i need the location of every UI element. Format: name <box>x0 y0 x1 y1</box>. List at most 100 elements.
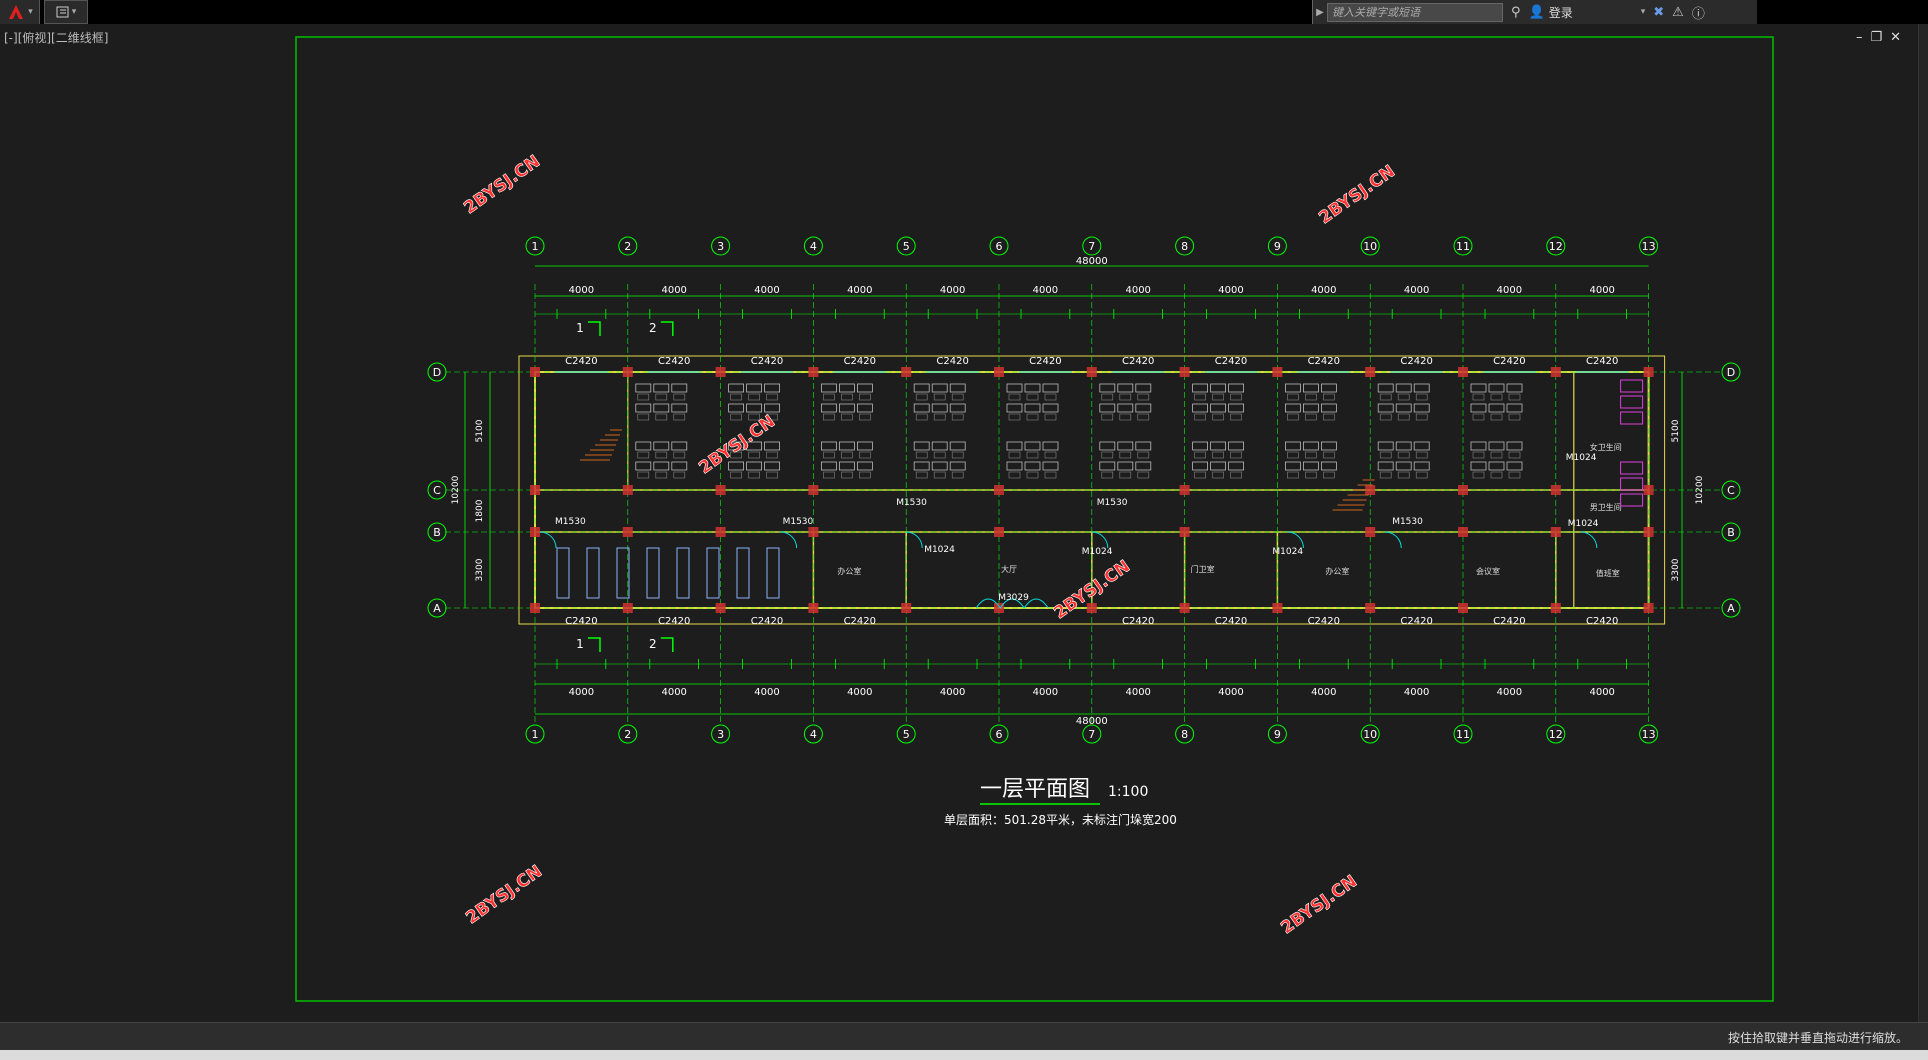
chair <box>859 393 871 401</box>
chair <box>1119 413 1132 421</box>
chair <box>1490 471 1503 479</box>
chair <box>655 393 668 401</box>
door-swing <box>1091 531 1109 549</box>
chair <box>1379 471 1392 479</box>
desk <box>1303 441 1319 451</box>
toilet-fixture <box>1620 379 1644 393</box>
axis-label: 6 <box>996 728 1003 741</box>
bookshelf <box>706 547 720 599</box>
desk <box>1413 441 1430 451</box>
desk <box>1135 383 1152 393</box>
desk <box>1395 403 1412 413</box>
chair <box>748 393 760 401</box>
application-menu-button[interactable]: ▾ <box>0 0 40 24</box>
axis-label: 10 <box>1363 728 1377 741</box>
axis-label: 8 <box>1181 728 1188 741</box>
dim-bay: 4000 <box>1218 285 1243 296</box>
chair <box>1305 471 1317 479</box>
quick-access-toolbar-button[interactable]: ▾ <box>44 0 88 24</box>
chair <box>1008 451 1021 459</box>
desk <box>635 403 652 413</box>
desk <box>1099 461 1116 471</box>
chair <box>1101 451 1114 459</box>
room-name: 会议室 <box>1476 566 1500 576</box>
axis-label: 3 <box>717 240 724 253</box>
autocad-logo-icon <box>9 5 24 19</box>
structural-column <box>1458 367 1468 377</box>
chair <box>1026 393 1039 401</box>
desk <box>839 383 855 393</box>
minimize-icon[interactable]: – <box>1856 30 1863 45</box>
chair <box>1287 471 1299 479</box>
desk <box>728 383 744 393</box>
desk <box>1321 441 1337 451</box>
login-button[interactable]: 登录 <box>1548 5 1573 20</box>
axis-label: D <box>1727 366 1735 379</box>
desk <box>1099 403 1116 413</box>
chair <box>1490 393 1503 401</box>
desk <box>1042 441 1059 451</box>
chair <box>1305 393 1317 401</box>
bookshelf <box>616 547 630 599</box>
chair <box>1230 451 1242 459</box>
dim-left: 5100 <box>475 419 485 442</box>
room-name: 男卫生间 <box>1590 502 1622 512</box>
search-input[interactable] <box>1327 2 1503 22</box>
axis-bubble <box>427 522 447 542</box>
chair <box>859 471 871 479</box>
chair <box>748 471 760 479</box>
chair <box>655 471 668 479</box>
chair <box>1101 393 1114 401</box>
chair <box>1230 471 1242 479</box>
structural-column <box>530 603 540 613</box>
chair <box>1119 451 1132 459</box>
structural-column <box>715 527 726 537</box>
viewport-controls[interactable]: [-][俯视][二维线框] <box>4 31 109 45</box>
dim-bay: 4000 <box>1404 687 1429 698</box>
autodesk-icon[interactable]: ⚠ <box>1672 4 1684 20</box>
structural-column <box>1458 485 1468 495</box>
chair <box>823 471 835 479</box>
desk <box>1321 461 1337 471</box>
help-icon[interactable]: ⓘ <box>1691 6 1705 22</box>
door-swing <box>1287 531 1304 549</box>
chair <box>748 451 760 459</box>
dim-bay: 4000 <box>754 687 779 698</box>
login-dropdown-icon[interactable]: ▾ <box>1640 7 1646 17</box>
structural-column <box>1643 367 1654 377</box>
structural-column <box>1272 367 1283 377</box>
desk <box>653 441 670 451</box>
binoculars-icon[interactable]: ⚲ <box>1511 4 1521 20</box>
close-icon[interactable]: ✕ <box>1890 30 1902 45</box>
restore-icon[interactable]: ❐ <box>1870 30 1883 45</box>
dim-right: 5100 <box>1671 419 1681 442</box>
dim-bay: 4000 <box>1033 285 1058 296</box>
axis-bubble <box>1639 724 1659 744</box>
desk <box>1192 383 1208 393</box>
chair <box>1137 451 1150 459</box>
plan-subtitle-text: 单层面积：501.28平米，未标注门垛宽200 <box>944 812 1177 827</box>
user-icon[interactable]: 👤 <box>1528 4 1545 20</box>
chair <box>951 413 964 421</box>
axis-bubble <box>803 724 823 744</box>
desk <box>1228 383 1244 393</box>
desk <box>913 383 930 393</box>
axis-label: 3 <box>717 728 724 741</box>
desk <box>1377 403 1394 413</box>
desk <box>1470 403 1487 413</box>
structural-column <box>901 367 912 377</box>
structural-column <box>1272 603 1283 613</box>
vertical-scrollbar[interactable] <box>1918 24 1928 1024</box>
chair <box>915 471 928 479</box>
axis-label: 8 <box>1181 240 1188 253</box>
structural-column <box>530 485 540 495</box>
desk <box>1285 403 1301 413</box>
window-label-north: C2420 <box>1586 356 1618 367</box>
chair <box>1323 471 1335 479</box>
chair <box>673 413 686 421</box>
exchange-icon[interactable]: ✖ <box>1653 4 1665 20</box>
desk <box>1117 441 1134 451</box>
expand-arrow-icon[interactable]: ▶ <box>1316 6 1324 18</box>
